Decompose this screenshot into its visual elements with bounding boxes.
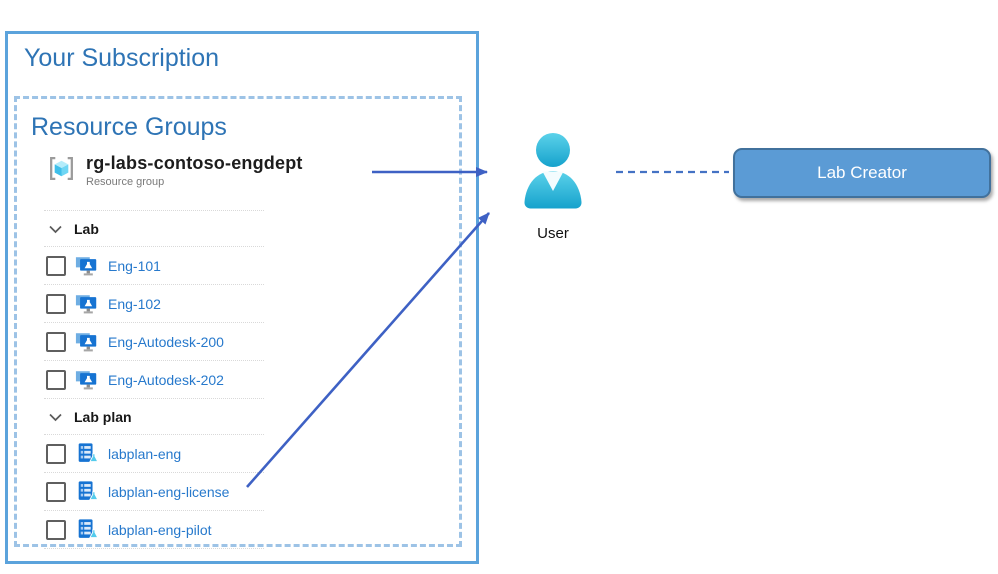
resource-group-cube-icon bbox=[50, 157, 73, 180]
lab-creator-label: Lab Creator bbox=[817, 163, 907, 182]
row-checkbox[interactable] bbox=[46, 331, 66, 352]
lab-icon bbox=[75, 332, 97, 351]
row-checkbox[interactable] bbox=[46, 443, 66, 464]
resource-groups-title: Resource Groups bbox=[31, 113, 227, 141]
lab-icon bbox=[75, 294, 97, 313]
lab-link[interactable]: Eng-Autodesk-200 bbox=[108, 333, 224, 350]
list-item: labplan-eng-license bbox=[44, 473, 264, 511]
resource-list: Lab Eng-101 Eng-102 Eng-Autodesk-200 Eng… bbox=[44, 210, 264, 549]
section-header-lab[interactable]: Lab bbox=[44, 211, 264, 247]
list-item: labplan-eng bbox=[44, 435, 264, 473]
section-label: Lab bbox=[74, 220, 99, 237]
lab-plan-icon bbox=[78, 480, 99, 500]
user-node: User bbox=[520, 131, 586, 242]
row-checkbox[interactable] bbox=[46, 519, 66, 540]
resource-group-type-label: Resource group bbox=[86, 176, 165, 188]
list-item: Eng-101 bbox=[44, 247, 264, 285]
subscription-title: Your Subscription bbox=[24, 44, 220, 72]
row-checkbox[interactable] bbox=[46, 481, 66, 502]
user-label: User bbox=[537, 225, 569, 242]
section-header-lab-plan[interactable]: Lab plan bbox=[44, 399, 264, 435]
row-checkbox[interactable] bbox=[46, 369, 66, 390]
section-label: Lab plan bbox=[74, 408, 132, 425]
resource-group-name: rg-labs-contoso-engdept bbox=[86, 153, 303, 173]
resource-group-header: rg-labs-contoso-engdept Resource group bbox=[46, 153, 303, 188]
lab-plan-link[interactable]: labplan-eng-pilot bbox=[108, 521, 212, 538]
chevron-down-icon bbox=[46, 408, 64, 426]
list-item: Eng-102 bbox=[44, 285, 264, 323]
lab-plan-link[interactable]: labplan-eng-license bbox=[108, 483, 230, 500]
row-checkbox[interactable] bbox=[46, 293, 66, 314]
lab-plan-icon bbox=[78, 442, 99, 462]
lab-creator-node: Lab Creator bbox=[733, 148, 991, 198]
chevron-down-icon bbox=[46, 220, 64, 238]
lab-link[interactable]: Eng-Autodesk-202 bbox=[108, 371, 224, 388]
list-item: Eng-Autodesk-200 bbox=[44, 323, 264, 361]
lab-plan-icon bbox=[78, 518, 99, 538]
lab-icon bbox=[75, 256, 97, 275]
row-checkbox[interactable] bbox=[46, 255, 66, 276]
lab-link[interactable]: Eng-102 bbox=[108, 295, 161, 312]
list-item: Eng-Autodesk-202 bbox=[44, 361, 264, 399]
lab-link[interactable]: Eng-101 bbox=[108, 257, 161, 274]
list-item: labplan-eng-pilot bbox=[44, 511, 264, 549]
lab-icon bbox=[75, 370, 97, 389]
person-icon bbox=[524, 133, 582, 209]
lab-plan-link[interactable]: labplan-eng bbox=[108, 445, 182, 462]
